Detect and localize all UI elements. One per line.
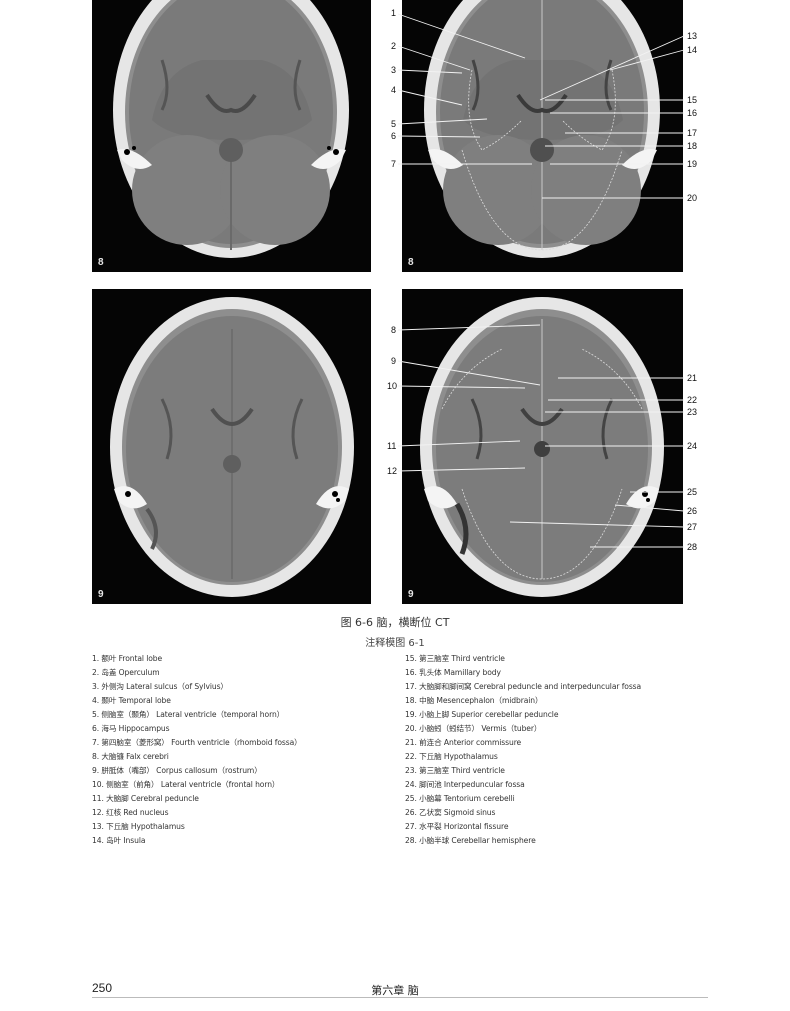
figure-caption: 图 6-6 脑，横断位 CT: [340, 616, 450, 629]
legend-item: 9. 胼胝体（嘴部） Corpus callosum（rostrum）: [92, 766, 262, 775]
legend-item: 7. 第四脑室（菱形窝） Fourth ventricle（rhomboid f…: [92, 738, 302, 747]
ct-panel-8-plain: 8: [92, 0, 371, 272]
legend-item: 22. 下丘脑 Hypothalamus: [405, 752, 498, 761]
label-5: 5: [391, 119, 397, 129]
ct-image: [420, 297, 664, 597]
label-23: 23: [687, 407, 698, 417]
label-12: 12: [387, 466, 398, 476]
legend-item: 21. 前连合 Anterior commissure: [405, 738, 522, 747]
label-11: 11: [387, 441, 397, 451]
label-14: 14: [687, 45, 698, 55]
legend-item: 2. 岛盖 Operculum: [92, 668, 160, 677]
footer-divider: [92, 997, 708, 998]
ct-image: [110, 297, 354, 597]
label-4: 4: [391, 85, 397, 95]
ct-image: [113, 0, 349, 258]
legend-item: 28. 小脑半球 Cerebellar hemisphere: [405, 836, 536, 845]
panel-label: 8: [98, 257, 104, 268]
figure-subcaption: 注释模图 6-1: [365, 638, 425, 649]
legend-item: 13. 下丘脑 Hypothalamus: [92, 822, 185, 831]
label-20: 20: [687, 193, 698, 203]
label-26: 26: [687, 506, 698, 516]
label-19: 19: [687, 159, 698, 169]
panel-label: 8: [408, 257, 414, 268]
label-3: 3: [391, 65, 397, 75]
legend-item: 8. 大脑镰 Falx cerebri: [92, 752, 169, 761]
legend-item: 20. 小脑蚓（蚓结节） Vermis（tuber）: [405, 724, 542, 733]
legend-item: 12. 红核 Red nucleus: [92, 808, 169, 817]
label-6: 6: [391, 131, 397, 141]
legend-right-column: 15. 第三脑室 Third ventricle 16. 乳头体 Mamilla…: [405, 652, 705, 848]
legend-item: 19. 小脑上脚 Superior cerebellar peduncle: [405, 710, 559, 719]
panel-label: 9: [98, 589, 104, 600]
label-28: 28: [687, 542, 698, 552]
label-15: 15: [687, 95, 698, 105]
legend-left-column: 1. 额叶 Frontal lobe 2. 岛盖 Operculum 3. 外侧…: [92, 652, 392, 848]
label-10: 10: [387, 381, 398, 391]
label-24: 24: [687, 441, 698, 451]
label-22: 22: [687, 395, 698, 405]
legend-item: 11. 大脑脚 Cerebral peduncle: [92, 794, 199, 803]
legend-item: 27. 水平裂 Horizontal fissure: [405, 822, 509, 831]
page-number: 250: [92, 981, 113, 995]
legend-item: 16. 乳头体 Mamillary body: [405, 668, 501, 677]
legend-item: 25. 小脑幕 Tentorium cerebelli: [405, 794, 515, 803]
legend-item: 17. 大脑脚和脚间窝 Cerebral peduncle and interp…: [405, 682, 642, 691]
legend-item: 24. 脚间池 Interpeduncular fossa: [405, 780, 525, 789]
legend-item: 18. 中脑 Mesencephalon（midbrain）: [405, 696, 543, 705]
legend-item: 4. 颞叶 Temporal lobe: [92, 696, 171, 705]
legend-item: 26. 乙状窦 Sigmoid sinus: [405, 808, 496, 817]
chapter-title: 第六章 脑: [371, 984, 419, 997]
label-1: 1: [391, 8, 397, 18]
ct-image: [424, 0, 660, 258]
legend-item: 15. 第三脑室 Third ventricle: [405, 654, 505, 663]
ct-panel-8-annotated: 8: [402, 0, 683, 272]
label-13: 13: [687, 31, 698, 41]
label-7: 7: [391, 159, 397, 169]
label-25: 25: [687, 487, 698, 497]
label-27: 27: [687, 522, 698, 532]
label-18: 18: [687, 141, 698, 151]
label-8: 8: [391, 325, 397, 335]
legend-item: 5. 侧脑室（颞角） Lateral ventricle（temporal ho…: [92, 710, 285, 719]
label-16: 16: [687, 108, 698, 118]
legend-item: 3. 外侧沟 Lateral sulcus（of Sylvius）: [92, 682, 228, 691]
legend-item: 1. 额叶 Frontal lobe: [92, 654, 163, 663]
label-9: 9: [391, 356, 397, 366]
label-21: 21: [687, 373, 698, 383]
ct-panel-9-plain: 9: [92, 289, 371, 604]
ct-panel-9-annotated: 9: [402, 289, 683, 604]
legend-item: 23. 第三脑室 Third ventricle: [405, 766, 505, 775]
label-17: 17: [687, 128, 698, 138]
legend-item: 10. 侧脑室（前角） Lateral ventricle（frontal ho…: [92, 780, 280, 789]
panel-label: 9: [408, 589, 414, 600]
legend-item: 14. 岛叶 Insula: [92, 836, 146, 845]
label-2: 2: [391, 41, 397, 51]
legend-item: 6. 海马 Hippocampus: [92, 724, 170, 733]
